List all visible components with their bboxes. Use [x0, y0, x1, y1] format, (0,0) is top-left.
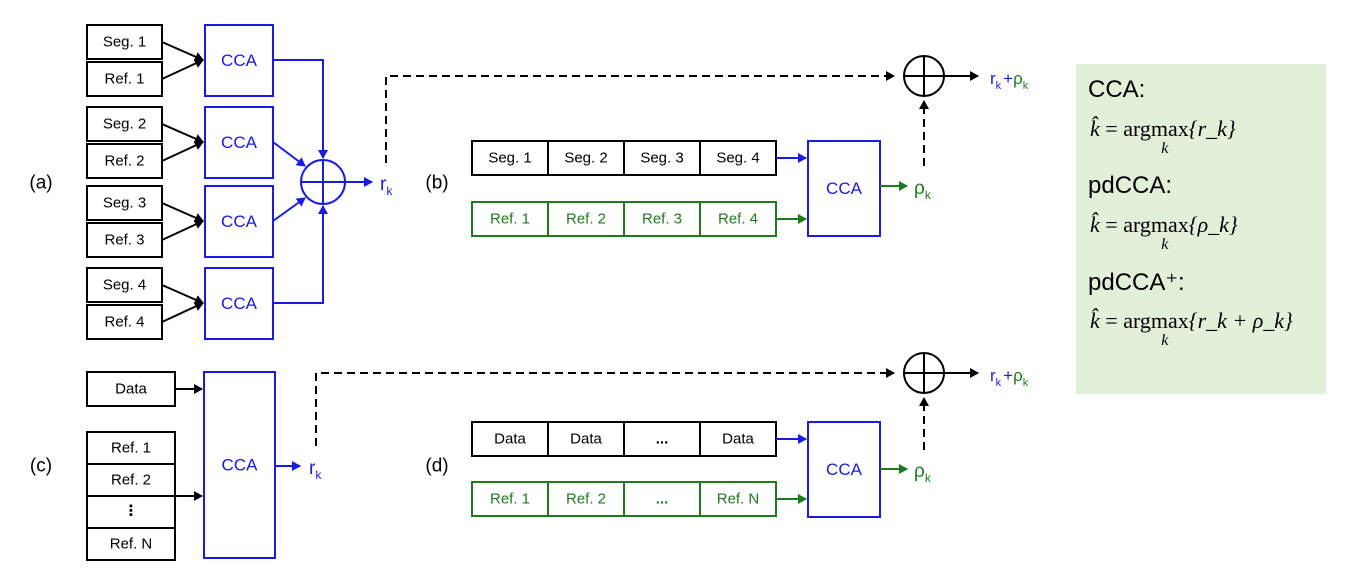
ref-box	[471, 481, 549, 517]
data-box	[623, 421, 701, 457]
data-box	[699, 421, 777, 457]
cca-label: CCA	[221, 294, 258, 313]
panel-label-b: (b)	[425, 173, 448, 194]
cca-label: CCA	[826, 460, 863, 479]
ref-label: Ref. N	[110, 536, 153, 553]
ref-label: Ref. 3	[642, 211, 682, 228]
seg-label: Seg. 4	[716, 150, 759, 167]
ref-label: Ref. 2	[566, 211, 606, 228]
seg-label: Seg. 4	[103, 277, 146, 294]
connector	[161, 202, 204, 223]
seg-label: Seg. 1	[488, 150, 531, 167]
ref-label: Ref. 4	[718, 211, 758, 228]
ref-box	[86, 527, 176, 561]
data-ellipsis: ...	[656, 431, 669, 448]
ref-label: Ref. 2	[111, 472, 151, 489]
cca-label: CCA	[221, 51, 258, 70]
connector	[273, 59, 328, 159]
ref-box	[86, 495, 176, 529]
ref-label: Ref. 1	[490, 491, 530, 508]
ref-box	[547, 201, 625, 237]
connector	[161, 123, 204, 144]
panel-label-a: (a)	[29, 173, 52, 194]
panel-b: (b) Seg. 1 Seg. 2 Seg. 3 Seg. 4 Ref. 1 R…	[425, 55, 1029, 237]
panel-label-c: (c)	[30, 456, 52, 477]
connector	[161, 41, 204, 62]
ref-box	[86, 222, 163, 258]
cca-label: CCA	[826, 179, 863, 198]
data-label: Data	[115, 381, 147, 398]
ref-box	[699, 481, 777, 517]
seg-box	[86, 106, 163, 142]
formula-title-cca: CCA:	[1088, 76, 1146, 103]
ref-box	[699, 201, 777, 237]
seg-box	[547, 140, 625, 176]
connector	[273, 205, 328, 304]
ref-box	[547, 481, 625, 517]
cca-block	[204, 185, 274, 258]
seg-label: Seg. 3	[103, 195, 146, 212]
connector	[161, 140, 204, 162]
seg-label: Seg. 2	[103, 116, 146, 133]
seg-label: Seg. 2	[564, 150, 607, 167]
output-sum: rk+ρk	[990, 69, 1029, 92]
cca-label: CCA	[221, 133, 258, 152]
output-rk: rk	[309, 458, 322, 482]
panel-a: (a) Seg. 1 Ref. 1 CCA Seg. 2 Ref. 2 CCA …	[29, 24, 895, 340]
ref-label: Ref. 1	[111, 440, 151, 457]
cca-block	[204, 106, 274, 179]
ref-label: Ref. 3	[104, 232, 144, 249]
data-box	[471, 421, 549, 457]
ref-label: Ref. 2	[566, 491, 606, 508]
connector	[272, 197, 306, 222]
panel-label-d: (d)	[425, 456, 448, 477]
dashed-connector	[315, 368, 895, 446]
output-rk: rk	[380, 174, 393, 198]
output-rhok: ρk	[914, 178, 932, 202]
panel-d: (d) Data Data ... Data Ref. 1 Ref. 2 ...…	[425, 352, 1029, 518]
data-label: Data	[722, 431, 754, 448]
cca-block	[807, 421, 881, 518]
cca-block	[807, 140, 881, 237]
connector	[161, 58, 204, 80]
ref-label: Ref. 1	[490, 211, 530, 228]
ref-label: Ref. N	[717, 491, 760, 508]
ref-ellipsis: ⋮	[124, 503, 139, 520]
formula-title-pdcca: pdCCA:	[1088, 172, 1173, 199]
connector	[161, 301, 204, 323]
ref-box	[471, 201, 549, 237]
ref-label: Ref. 1	[104, 71, 144, 88]
ref-label: Ref. 4	[104, 314, 144, 331]
connector	[161, 219, 204, 241]
seg-box	[86, 267, 163, 303]
cca-block	[204, 24, 274, 97]
dashed-connector	[385, 71, 895, 163]
seg-box	[623, 140, 701, 176]
connector	[161, 284, 204, 305]
seg-label: Seg. 1	[103, 34, 146, 51]
data-label: Data	[494, 431, 526, 448]
ref-label: Ref. 2	[104, 153, 144, 170]
formula-title-pdcca-plus: pdCCA⁺:	[1088, 269, 1185, 296]
panel-c: (c) Data Ref. 1 Ref. 2 ⋮ Ref. N CCA rk	[30, 368, 895, 561]
cca-label: CCA	[222, 456, 259, 475]
connector	[272, 141, 306, 167]
cca-label: CCA	[221, 212, 258, 231]
output-rhok: ρk	[914, 461, 932, 485]
output-sum: rk+ρk	[990, 366, 1029, 389]
ref-box	[86, 143, 163, 179]
seg-label: Seg. 3	[640, 150, 683, 167]
seg-box	[471, 140, 549, 176]
ref-ellipsis: ...	[656, 491, 669, 508]
data-label: Data	[570, 431, 602, 448]
ref-box	[86, 463, 176, 497]
